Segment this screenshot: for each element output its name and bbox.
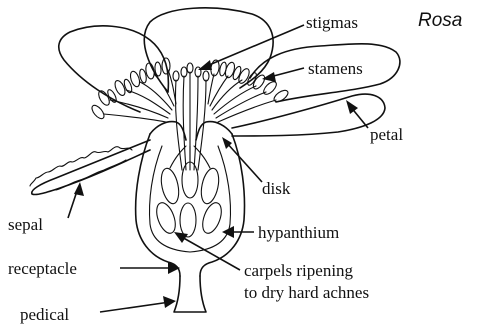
carpels (153, 146, 225, 237)
disk-right (196, 122, 232, 140)
arrowhead-hypanthium (222, 226, 234, 238)
label-carpels-line1: carpels ripening (244, 261, 354, 280)
leader-pedical (100, 302, 170, 312)
arrowhead-stigmas (198, 60, 212, 70)
label-stigmas: stigmas (306, 13, 358, 32)
label-hypanthium: hypanthium (258, 223, 339, 242)
stamens-right (208, 60, 290, 122)
disk (150, 122, 186, 140)
leader-carpels (180, 236, 240, 270)
petal-right (232, 94, 385, 136)
labels: Rosa stigmas stamens petal disk sepal hy… (8, 10, 462, 324)
diagram-title: Rosa (418, 10, 462, 31)
stamens-left (90, 58, 176, 122)
arrowhead-sepal (74, 182, 84, 196)
label-carpels-line2: to dry hard achnes (244, 283, 369, 302)
pedicel (174, 276, 206, 312)
label-pedical: pedical (20, 305, 69, 324)
label-disk: disk (262, 179, 291, 198)
arrowhead-petal (346, 100, 358, 114)
label-sepal: sepal (8, 215, 43, 234)
leader-stigmas (202, 25, 304, 68)
label-stamens: stamens (308, 59, 363, 78)
leader-disk (226, 142, 262, 182)
label-receptacle: receptacle (8, 259, 77, 278)
label-petal: petal (370, 125, 403, 144)
sepal (32, 140, 150, 195)
arrowhead-carpels (174, 232, 188, 243)
arrowhead-pedical (163, 296, 176, 308)
